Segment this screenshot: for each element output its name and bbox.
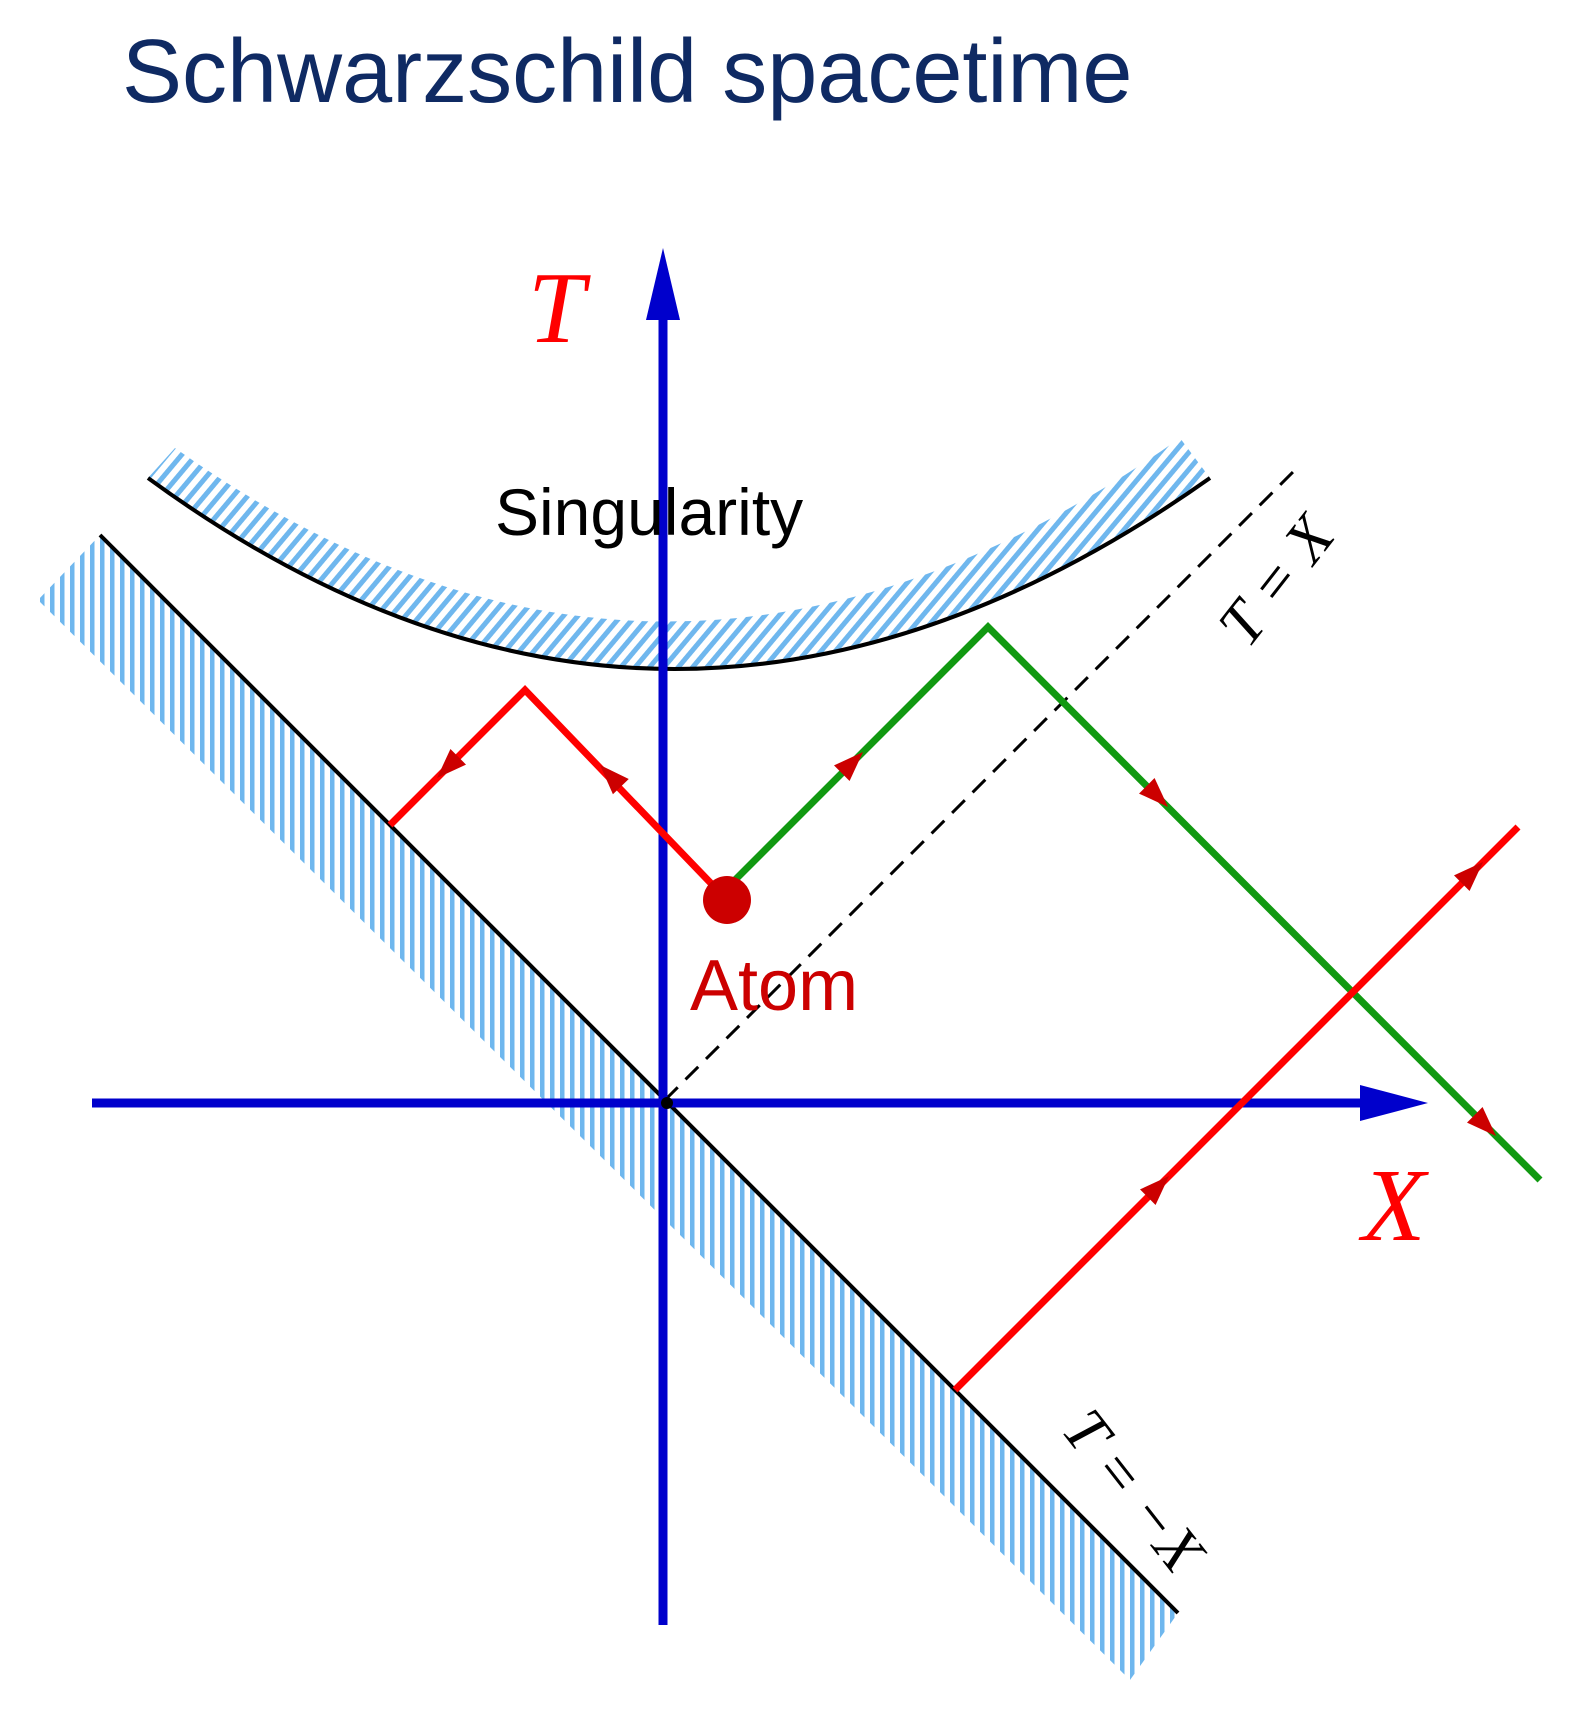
arrowhead-green-down-right-upper [1139, 778, 1168, 807]
atom-point [703, 876, 751, 924]
t-axis-arrowhead [646, 248, 680, 320]
arrowhead-red-down-left [437, 749, 466, 778]
arrowhead-red-up-left [600, 765, 629, 795]
singularity-hatched-region [148, 438, 1210, 669]
x-axis-arrowhead [1360, 1085, 1428, 1121]
arrowhead-green-up-right [834, 752, 863, 781]
t-axis-label: T [528, 252, 591, 365]
arrowhead-red-up-right-upper [1454, 862, 1483, 891]
atom-label: Atom [690, 946, 858, 1026]
x-axis-label: X [1358, 1148, 1429, 1263]
singularity-curve [146, 476, 1212, 671]
singularity-label: Singularity [495, 475, 803, 549]
horizon-line-t-eq-minus-x [98, 533, 1180, 1615]
red-null-path-left [387, 685, 730, 903]
dashed-line-t-eq-x [663, 463, 1302, 1102]
arrowhead-red-up-right-lower [1140, 1176, 1169, 1205]
line-label-t-eq-x: T = X [1205, 502, 1349, 659]
red-null-path-right [952, 824, 1521, 1393]
page-title: Schwarzschild spacetime [122, 22, 1133, 122]
green-null-path [732, 622, 1543, 1183]
arrowhead-green-down-right-lower [1467, 1107, 1496, 1136]
origin-point [661, 1097, 673, 1109]
direction-arrowheads [437, 749, 1496, 1205]
